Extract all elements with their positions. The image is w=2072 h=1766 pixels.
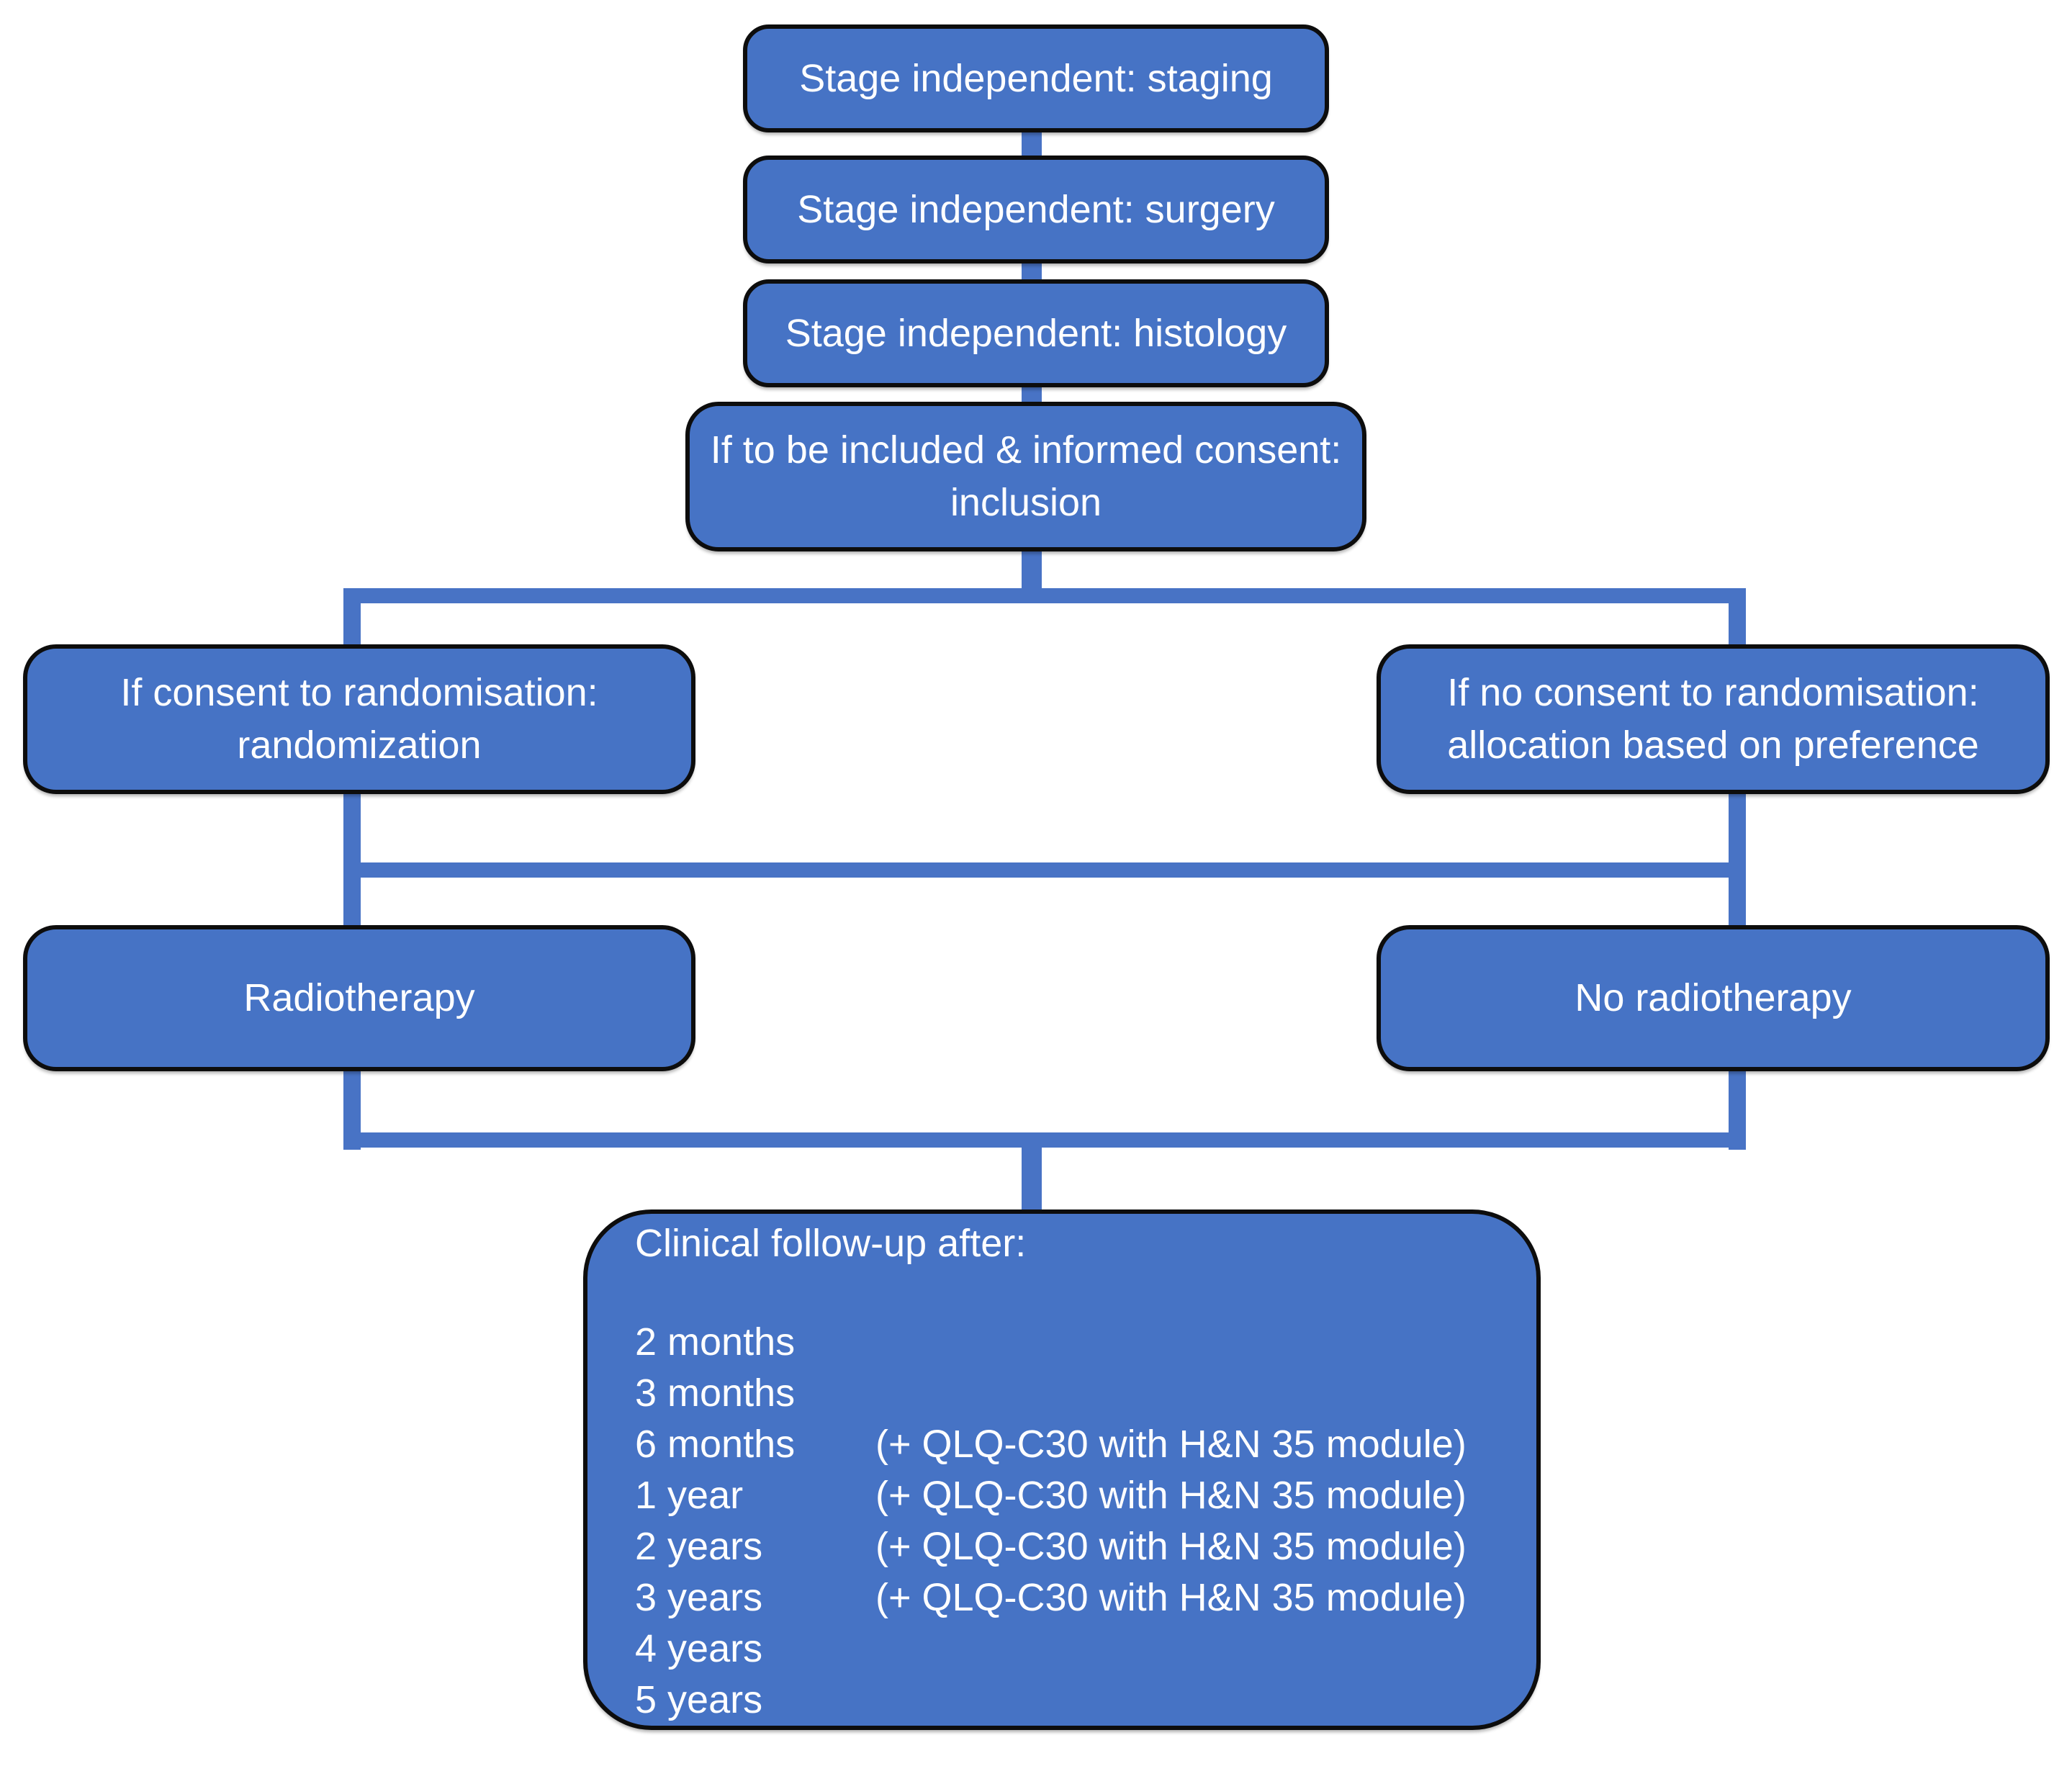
node-preference-line1: If no consent to randomisation: [1447, 671, 1979, 714]
node-surgery: Stage independent: surgery [743, 156, 1329, 263]
follow-up-row: 6 months (+ QLQ-C30 with H&N 35 module) [635, 1419, 1467, 1470]
connector-merge-followup [1022, 1132, 1042, 1213]
follow-up-time: 4 years [635, 1627, 763, 1670]
connector-surgery-histology [1022, 261, 1042, 282]
follow-up-time: 3 months [635, 1371, 796, 1415]
follow-up-time: 2 months [635, 1320, 796, 1364]
follow-up-row: 1 year (+ QLQ-C30 with H&N 35 module) [635, 1470, 1467, 1521]
node-no-radiotherapy: No radiotherapy [1377, 925, 2050, 1071]
connector-split-left-drop [343, 588, 361, 647]
node-randomisation-line2: randomization [237, 724, 482, 767]
connector-merge-bar [343, 1132, 1746, 1148]
connector-right-to-treatment [1729, 791, 1746, 928]
node-staging: Stage independent: staging [743, 24, 1329, 132]
node-no-radiotherapy-label: No radiotherapy [1575, 976, 1852, 1019]
follow-up-time: 6 months [635, 1423, 796, 1466]
follow-up-row: 2 months [635, 1317, 875, 1368]
follow-up-note: (+ QLQ-C30 with H&N 35 module) [875, 1576, 1467, 1619]
connector-staging-surgery [1022, 130, 1042, 158]
follow-up-row: 5 years [635, 1675, 875, 1726]
follow-up-row: 3 months [635, 1368, 875, 1419]
node-histology: Stage independent: histology [743, 279, 1329, 387]
follow-up-time: 2 years [635, 1525, 763, 1568]
connector-crossover-bar [343, 862, 1746, 878]
node-inclusion-line2: inclusion [950, 481, 1102, 524]
node-staging-label: Stage independent: staging [799, 56, 1273, 100]
node-preference: If no consent to randomisation: allocati… [1377, 644, 2050, 794]
node-randomisation: If consent to randomisation: randomizati… [23, 644, 695, 794]
follow-up-row: 4 years [635, 1623, 875, 1675]
node-histology-label: Stage independent: histology [785, 311, 1287, 355]
follow-up-row: 2 years (+ QLQ-C30 with H&N 35 module) [635, 1521, 1467, 1572]
node-randomisation-line1: If consent to randomisation: [120, 671, 598, 714]
node-preference-line2: allocation based on preference [1447, 724, 1979, 767]
follow-up-time: 3 years [635, 1576, 763, 1619]
follow-up-note: (+ QLQ-C30 with H&N 35 module) [875, 1525, 1467, 1568]
node-surgery-label: Stage independent: surgery [797, 187, 1275, 231]
follow-up-time: 1 year [635, 1474, 744, 1517]
connector-left-to-treatment [343, 791, 361, 928]
follow-up-note: (+ QLQ-C30 with H&N 35 module) [875, 1423, 1467, 1466]
follow-up-title: Clinical follow-up after: [635, 1222, 1027, 1265]
node-inclusion: If to be included & informed consent: in… [685, 402, 1366, 551]
follow-up-time: 5 years [635, 1678, 763, 1721]
node-radiotherapy-label: Radiotherapy [243, 976, 475, 1019]
connector-inclusion-split [1022, 549, 1042, 590]
node-follow-up: Clinical follow-up after: 2 months 3 mon… [583, 1209, 1541, 1730]
node-inclusion-line1: If to be included & informed consent: [710, 428, 1342, 472]
connector-histology-inclusion [1022, 384, 1042, 405]
connector-split-right-drop [1729, 588, 1746, 647]
follow-up-row: 3 years (+ QLQ-C30 with H&N 35 module) [635, 1572, 1467, 1623]
node-radiotherapy: Radiotherapy [23, 925, 695, 1071]
follow-up-note: (+ QLQ-C30 with H&N 35 module) [875, 1474, 1467, 1517]
connector-split-bar [343, 588, 1746, 603]
